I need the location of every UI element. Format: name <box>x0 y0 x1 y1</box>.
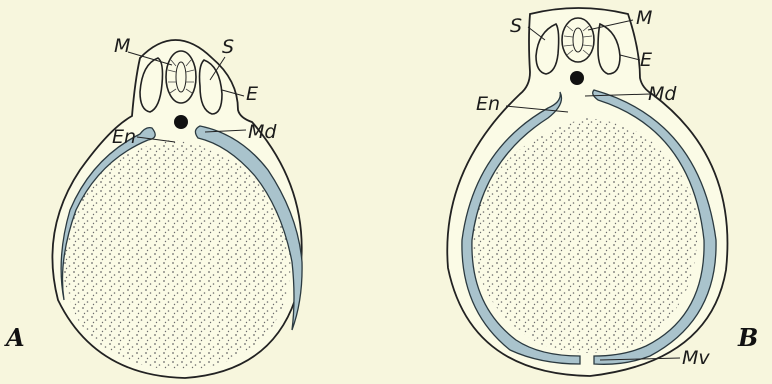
label-s-b: S <box>510 15 522 37</box>
notochord-b <box>570 71 584 85</box>
label-en-b: En <box>476 93 500 115</box>
label-m-b: M <box>636 7 652 29</box>
panel-label-a: A <box>4 323 25 352</box>
label-s-a: S <box>222 36 234 58</box>
label-m-a: M <box>114 35 130 57</box>
label-md-a: Md <box>248 121 277 143</box>
label-e-b: E <box>640 49 652 71</box>
label-md-b: Md <box>648 83 677 105</box>
panel-label-b: B <box>737 323 758 352</box>
label-mv-b: Mv <box>682 347 710 369</box>
notochord-a <box>174 115 188 129</box>
panel-a: M S E En Md A <box>4 35 302 378</box>
label-e-a: E <box>246 83 258 105</box>
label-en-a: En <box>112 126 136 148</box>
panel-b: S M E En Md Mv B <box>447 7 758 376</box>
